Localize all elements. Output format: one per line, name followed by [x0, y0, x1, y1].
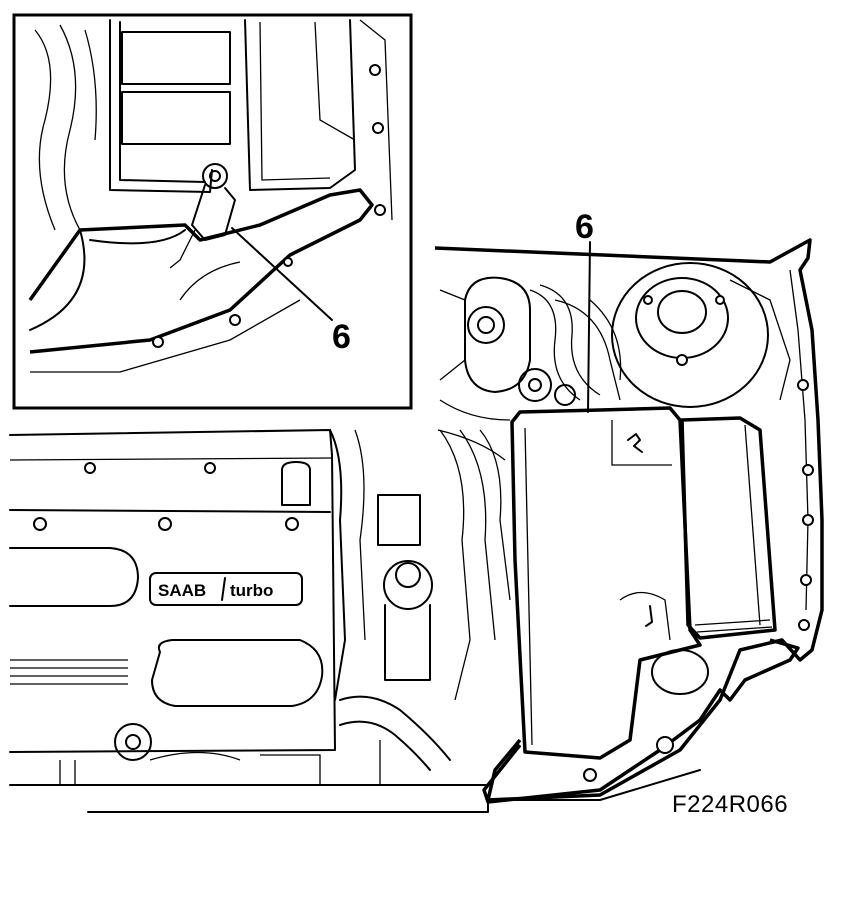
- callout-inset-6: 6: [332, 318, 351, 356]
- fender-outline: [434, 238, 824, 802]
- lower-bracket: [482, 638, 800, 804]
- wiring-harness: [437, 284, 622, 461]
- engine-cover: SAAB turbo: [9, 429, 336, 753]
- center-hoses: [329, 429, 511, 771]
- cover-brand-right: turbo: [230, 581, 273, 600]
- leader-inset: [231, 227, 333, 321]
- inset-frame: [12, 13, 413, 410]
- fender-inner-line: [789, 269, 809, 611]
- inset-detail: 6: [12, 13, 413, 410]
- battery-box: [680, 416, 777, 640]
- battery-cover: [510, 406, 702, 760]
- main-view: SAAB turbo 6: [9, 208, 824, 813]
- inset-cover: [28, 188, 374, 373]
- front-components: [59, 723, 381, 785]
- cover-brand-left: SAAB: [158, 581, 206, 600]
- fender-bolts: [797, 379, 814, 631]
- cover-bolts: [33, 462, 299, 531]
- strut-tower: [611, 262, 791, 408]
- leader-main: [587, 241, 591, 413]
- figure-code: F224R066: [672, 791, 788, 818]
- brake-reservoir: [439, 276, 531, 393]
- callout-main-6: 6: [575, 208, 594, 246]
